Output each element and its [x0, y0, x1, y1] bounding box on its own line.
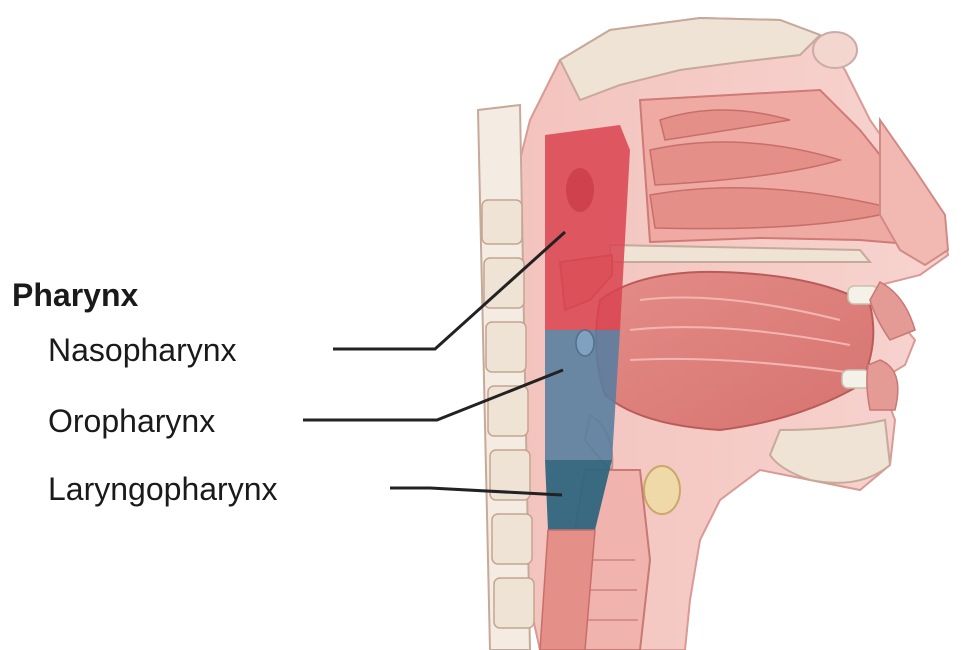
lower-teeth: [842, 370, 870, 388]
vertebra: [488, 386, 528, 436]
oropharynx-label: Oropharynx: [48, 405, 215, 437]
frontal-sinus: [813, 32, 857, 68]
vertebra: [492, 514, 532, 564]
nasopharynx-region: [545, 125, 630, 330]
uvula: [576, 330, 594, 356]
pharyngeal-tonsil: [566, 168, 594, 212]
vertebra: [482, 200, 522, 244]
vertebra: [494, 578, 534, 628]
esophagus: [540, 530, 595, 650]
nasopharynx-label: Nasopharynx: [48, 334, 237, 366]
pharynx-heading: Pharynx: [12, 279, 138, 311]
hyoid-bone: [644, 466, 680, 514]
laryngopharynx-label: Laryngopharynx: [48, 473, 277, 505]
spinal-column: [478, 105, 530, 650]
vertebra: [486, 322, 526, 372]
